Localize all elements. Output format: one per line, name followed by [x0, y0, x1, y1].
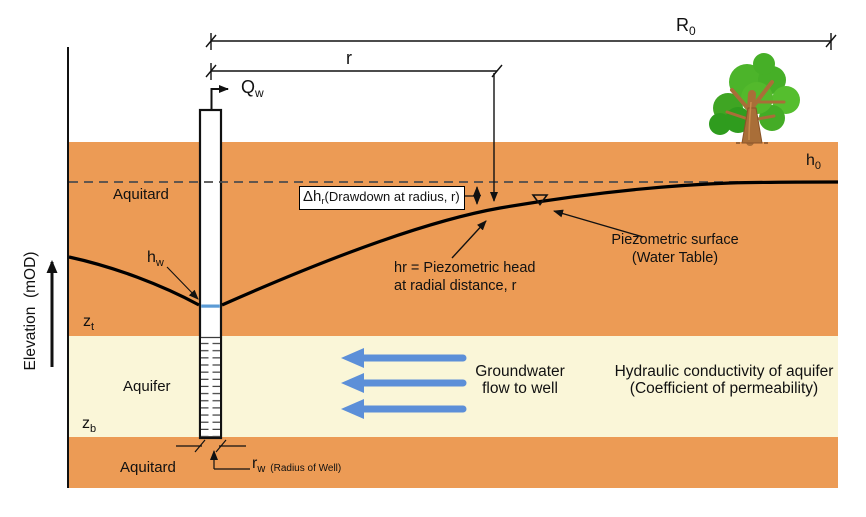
- water-table-triangle-icon: [531, 194, 549, 206]
- zb-label: zb: [82, 415, 97, 435]
- elevation-axis-label: Elevation (mOD): [22, 251, 39, 371]
- aquifer-label: Aquifer: [123, 378, 171, 395]
- flow-line2: flow to well: [482, 380, 558, 397]
- drawdown-measure-arrow: [464, 186, 481, 205]
- hr-note-line2: at radial distance, r: [394, 277, 517, 294]
- piezometric-line1: Piezometric surface: [611, 232, 739, 248]
- drawdown-label-box: Δhr(Drawdown at radius, r): [299, 186, 465, 210]
- flow-line1: Groundwater: [475, 363, 565, 380]
- groundwater-flow-label: Groundwater flow to well: [455, 363, 585, 397]
- piezometric-surface-label: Piezometric surface (Water Table): [600, 232, 750, 267]
- piezometric-leader-arrow: [553, 209, 644, 238]
- hr-note: hr = Piezometric head at radial distance…: [394, 260, 535, 295]
- hydraulic-conductivity-label: Hydraulic conductivity of aquifer (Coeff…: [611, 363, 837, 397]
- r0-label: R0: [676, 15, 696, 38]
- hr-leader-arrow: [451, 220, 487, 259]
- h0-label: h0: [806, 152, 822, 172]
- aquitard-top-label: Aquitard: [113, 186, 169, 203]
- pumping-discharge-arrow-icon: [210, 85, 229, 110]
- hw-leader-arrow: [166, 266, 199, 300]
- r0-dimension: [205, 33, 837, 50]
- well-casing: [198, 108, 223, 440]
- aquitard-bottom-label: Aquitard: [120, 459, 176, 476]
- hr-note-line1: hr = Piezometric head: [394, 260, 536, 276]
- hw-label: hw: [147, 249, 164, 269]
- piezometric-line2: (Water Table): [631, 249, 719, 266]
- well-water-level: [201, 304, 220, 308]
- hydraulic-line1: Hydraulic conductivity of aquifer: [614, 363, 834, 380]
- r-label: r: [346, 48, 352, 68]
- qw-label: Qw: [241, 77, 264, 100]
- hydraulic-line2: (Coefficient of permeability): [629, 380, 819, 397]
- rw-dimension: [176, 439, 250, 470]
- groundwater-flow-arrows-icon: [341, 348, 467, 419]
- drawdown-curve: [68, 180, 839, 307]
- zt-label: zt: [83, 313, 95, 333]
- rw-label: rw(Radius of Well): [252, 455, 342, 475]
- tree-icon: [709, 53, 800, 146]
